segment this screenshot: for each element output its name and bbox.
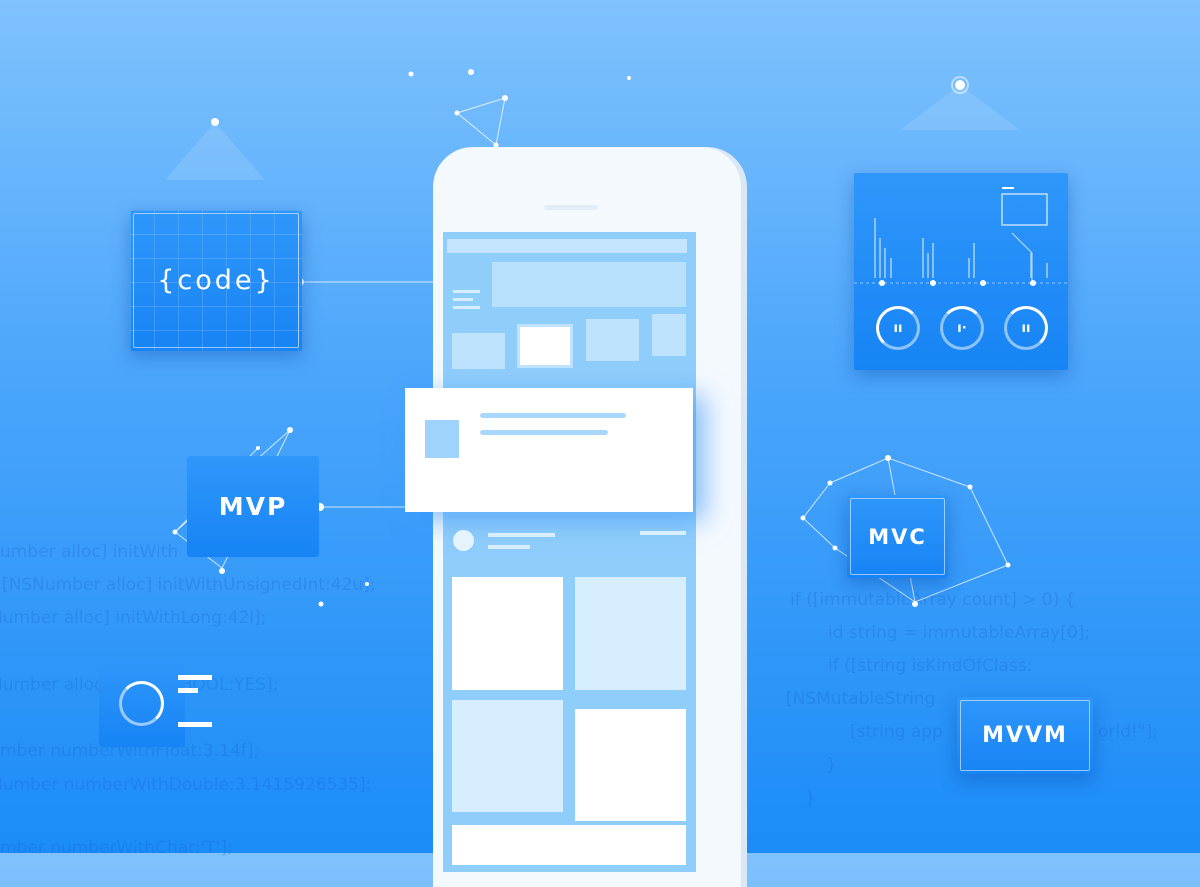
code-line: } — [805, 789, 816, 809]
card-thumbnail — [425, 420, 459, 458]
text-line — [488, 545, 530, 549]
code-line: orld!"]; — [1098, 722, 1158, 742]
avatar — [453, 530, 474, 551]
media-panel: ıı ı· ıı — [854, 173, 1068, 370]
status-bar — [447, 239, 687, 253]
text-line — [488, 533, 555, 537]
grid-tile[interactable] — [575, 709, 686, 821]
code-box-border — [133, 213, 299, 348]
tab[interactable] — [452, 333, 505, 369]
code-line: [NSMutableString — [786, 689, 936, 709]
code-box: {code} — [130, 210, 302, 351]
mvc-box: MVC — [847, 495, 948, 578]
mvvm-box-border — [960, 700, 1090, 771]
mvp-box: MVP — [187, 456, 319, 557]
loader-line — [178, 675, 212, 680]
tab[interactable] — [586, 319, 639, 361]
code-line: umber alloc] initWith — [0, 542, 179, 562]
code-line: [NSNumber alloc] initWithUnsignedInt:42u… — [2, 575, 376, 595]
grid-tile[interactable] — [575, 577, 686, 690]
phone-speaker — [544, 205, 598, 210]
menu-icon[interactable] — [453, 290, 480, 309]
code-line: lumber numberWithDouble:3.1415926535]; — [0, 775, 372, 795]
mvp-label: MVP — [218, 492, 288, 521]
grid-tile[interactable] — [452, 825, 686, 865]
code-line: } — [826, 755, 837, 775]
tab-active[interactable] — [517, 324, 573, 368]
code-label: {code} — [157, 265, 275, 296]
mvc-label: MVC — [868, 524, 927, 549]
card-line — [480, 430, 608, 435]
text-line — [640, 531, 686, 535]
code-line: [string app — [850, 722, 943, 742]
grid-tile[interactable] — [452, 700, 563, 812]
code-line: if ([string isKindOfClass: — [828, 656, 1033, 676]
card-line — [480, 413, 626, 418]
decorative-lines — [0, 0, 1200, 853]
loader-line — [178, 722, 212, 727]
loader-line — [178, 688, 198, 693]
loader-box — [99, 661, 185, 747]
code-line: id string = immutableArray[0]; — [828, 623, 1091, 643]
play-pause-icon[interactable]: ı· — [940, 306, 984, 350]
mvvm-label: MVVM — [982, 723, 1068, 748]
play-pause-icon[interactable]: ıı — [1004, 306, 1048, 350]
code-line: if ([immutableArray count] > 0) { — [790, 590, 1076, 610]
loading-ring-icon — [119, 681, 164, 726]
search-bar[interactable] — [492, 262, 686, 307]
mvvm-box: MVVM — [957, 697, 1093, 774]
code-line: lumber alloc] initWithLong:42l]; — [0, 608, 267, 628]
mvc-box-border — [850, 498, 945, 575]
grid-tile[interactable] — [452, 577, 563, 690]
play-pause-icon[interactable]: ıı — [876, 306, 920, 350]
tab[interactable] — [652, 314, 686, 356]
waveform — [854, 187, 1068, 286]
